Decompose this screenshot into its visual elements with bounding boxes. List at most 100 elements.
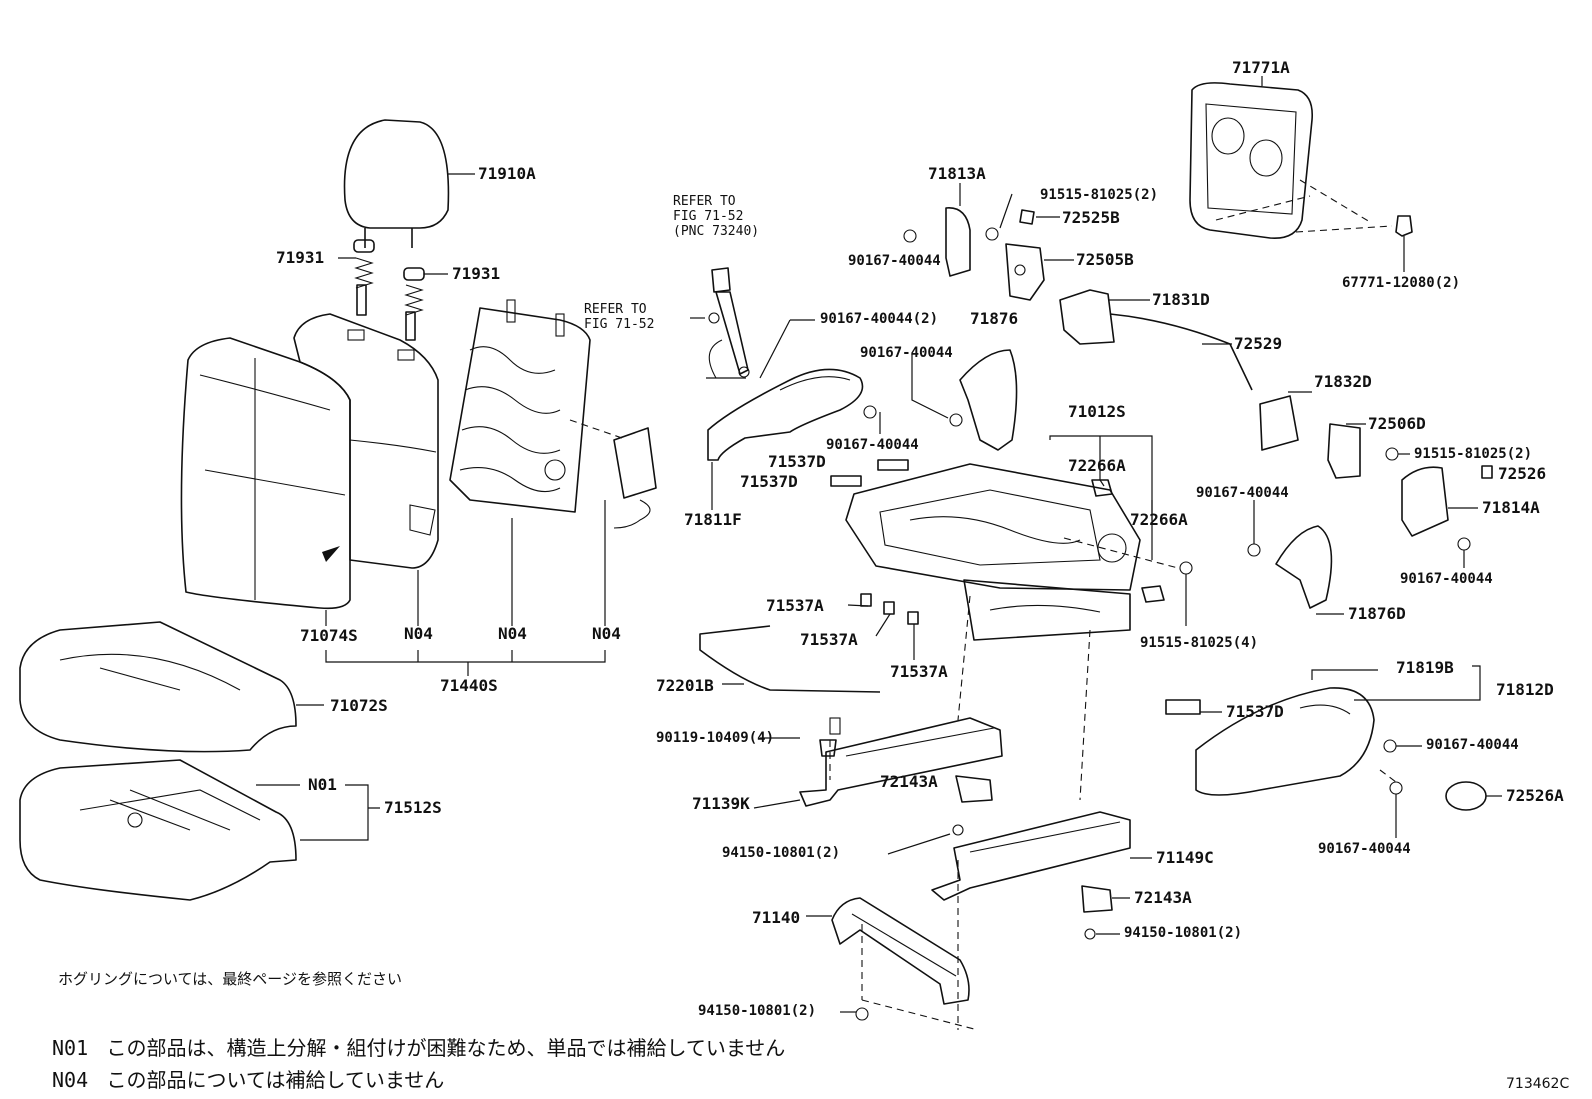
label-72266A-b: 72266A <box>1130 510 1188 529</box>
label-71537D-a: 71537D <box>768 452 826 471</box>
label-71831D: 71831D <box>1152 290 1210 309</box>
label-67771-12080-2: 67771-12080(2) <box>1342 275 1461 291</box>
seat-cushion-pad-drawing <box>19 759 380 901</box>
label-90167-40044-e: 90167-40044 <box>1400 571 1493 587</box>
label-90167-40044-d: 90167-40044 <box>1196 485 1289 501</box>
note-n01-text: この部品は、構造上分解・組付けが困難なため、単品では補給していません <box>106 1036 786 1060</box>
label-72529: 72529 <box>1234 334 1283 353</box>
label-71876D: 71876D <box>1348 604 1406 623</box>
label-71149C: 71149C <box>1156 848 1214 867</box>
side-airbag-drawing <box>613 427 657 529</box>
label-72201B: 72201B <box>656 676 714 695</box>
label-71537D-c: 71537D <box>1226 702 1284 721</box>
side-cover-71812d-drawing <box>1165 665 1481 796</box>
label-90167-40044-2: 90167-40044(2) <box>820 311 939 327</box>
label-91515-81025-2-b: 91515-81025(2) <box>1414 446 1533 462</box>
label-72143A-b: 72143A <box>1134 888 1192 907</box>
hinge-72506d-drawing <box>1327 423 1410 479</box>
wire-72201b-drawing <box>699 625 881 693</box>
label-71812D: 71812D <box>1496 680 1554 699</box>
label-71819B: 71819B <box>1396 658 1454 677</box>
figure-code: 713462C <box>1506 1076 1570 1092</box>
seat-frame-71012s-drawing <box>845 435 1193 641</box>
label-71537D-b: 71537D <box>740 472 798 491</box>
slide-rail-71149c-drawing <box>931 811 1152 901</box>
label-72506D: 72506D <box>1368 414 1426 433</box>
recliner-cover-71814a-drawing <box>1401 466 1478 568</box>
pad-71537d-c <box>1165 699 1201 715</box>
recliner-cover-71813a-drawing <box>903 183 1013 277</box>
note-n01-code: N01 <box>52 1036 89 1060</box>
headrest-guide-drawing <box>338 239 448 341</box>
screw-90167-g <box>1389 781 1403 795</box>
note-n01: N01 この部品は、構造上分解・組付けが困難なため、単品では補給していません <box>52 1032 785 1061</box>
label-94150-10801-2-b: 94150-10801(2) <box>698 1003 817 1019</box>
pad-71537d-b <box>877 459 909 471</box>
label-71537A-c: 71537A <box>890 662 948 681</box>
seat-back-cover-drawing <box>180 337 351 610</box>
label-71811F: 71811F <box>684 510 742 529</box>
label-72266A-a: 72266A <box>1068 456 1126 475</box>
label-refer-fig-pnc: REFER TO FIG 71-52 (PNC 73240) <box>673 194 760 239</box>
label-72525B: 72525B <box>1062 208 1120 227</box>
label-71074S: 71074S <box>300 626 358 645</box>
label-71537A-b: 71537A <box>800 630 858 649</box>
label-71512S: 71512S <box>384 798 442 817</box>
nut-94150-b <box>855 1007 869 1021</box>
label-94150-10801-2-c: 94150-10801(2) <box>1124 925 1243 941</box>
label-90167-40044-a: 90167-40044 <box>860 345 953 361</box>
label-71140: 71140 <box>752 908 801 927</box>
label-72526: 72526 <box>1498 464 1547 483</box>
bracket-72143a-drawing <box>1081 885 1130 913</box>
label-71012S: 71012S <box>1068 402 1126 421</box>
label-90167-40044-b: 90167-40044 <box>848 253 941 269</box>
label-71814A: 71814A <box>1482 498 1540 517</box>
label-71910A: 71910A <box>478 164 536 183</box>
label-71537A-a: 71537A <box>766 596 824 615</box>
label-94150-10801-2-a: 94150-10801(2) <box>722 845 841 861</box>
label-72143A-a: 72143A <box>880 772 938 791</box>
note-n04: N04 この部品については補給していません <box>52 1064 444 1093</box>
seat-belt-buckle-drawing <box>690 267 750 379</box>
label-90167-40044-c: 90167-40044 <box>826 437 919 453</box>
nut-94150-c <box>1084 928 1096 940</box>
slide-rail-71139k-drawing <box>753 717 1003 809</box>
label-72526A: 72526A <box>1506 786 1564 805</box>
seat-side-shield-drawing <box>707 319 877 510</box>
label-N01: N01 <box>308 775 337 794</box>
note-n04-code: N04 <box>52 1068 89 1092</box>
label-71771A: 71771A <box>1232 58 1290 77</box>
label-91515-81025-2-a: 91515-81025(2) <box>1040 187 1159 203</box>
cap-72526a-drawing <box>1445 781 1487 811</box>
bracket-71140-drawing <box>806 897 970 1005</box>
hog-ring-note: ホグリングについては、最終ページを参照ください <box>58 970 402 988</box>
recliner-hinge-drawing <box>1005 209 1074 301</box>
label-71876: 71876 <box>970 309 1019 328</box>
recliner-cover-71876-drawing <box>911 349 1018 451</box>
recliner-cover-71876d-drawing <box>1247 500 1344 615</box>
back-assembly-leader-lines <box>325 500 606 676</box>
label-71139K: 71139K <box>692 794 750 813</box>
label-91515-81025-4: 91515-81025(4) <box>1140 635 1259 651</box>
pad-71537a-b <box>883 601 895 615</box>
label-90167-40044-f: 90167-40044 <box>1426 737 1519 753</box>
screw-90167-f <box>1383 739 1397 753</box>
lever-bracket-71832d-drawing <box>1259 391 1312 451</box>
label-refer-fig: REFER TO FIG 71-52 <box>584 302 655 332</box>
label-N04-c: N04 <box>592 624 621 643</box>
lever-bracket-71831d-drawing <box>1059 289 1150 345</box>
back-board-71771a-drawing <box>1189 76 1413 272</box>
label-71832D: 71832D <box>1314 372 1372 391</box>
seat-back-pad-drawing <box>293 313 439 569</box>
seat-back-frame-drawing <box>449 299 623 513</box>
label-N04-b: N04 <box>498 624 527 643</box>
note-n04-text: この部品については補給していません <box>106 1068 445 1092</box>
label-N04-a: N04 <box>404 624 433 643</box>
label-72505B: 72505B <box>1076 250 1134 269</box>
headrest-drawing <box>343 119 475 248</box>
label-71072S: 71072S <box>330 696 388 715</box>
label-90167-40044-g: 90167-40044 <box>1318 841 1411 857</box>
nut-94150-a <box>952 824 964 836</box>
